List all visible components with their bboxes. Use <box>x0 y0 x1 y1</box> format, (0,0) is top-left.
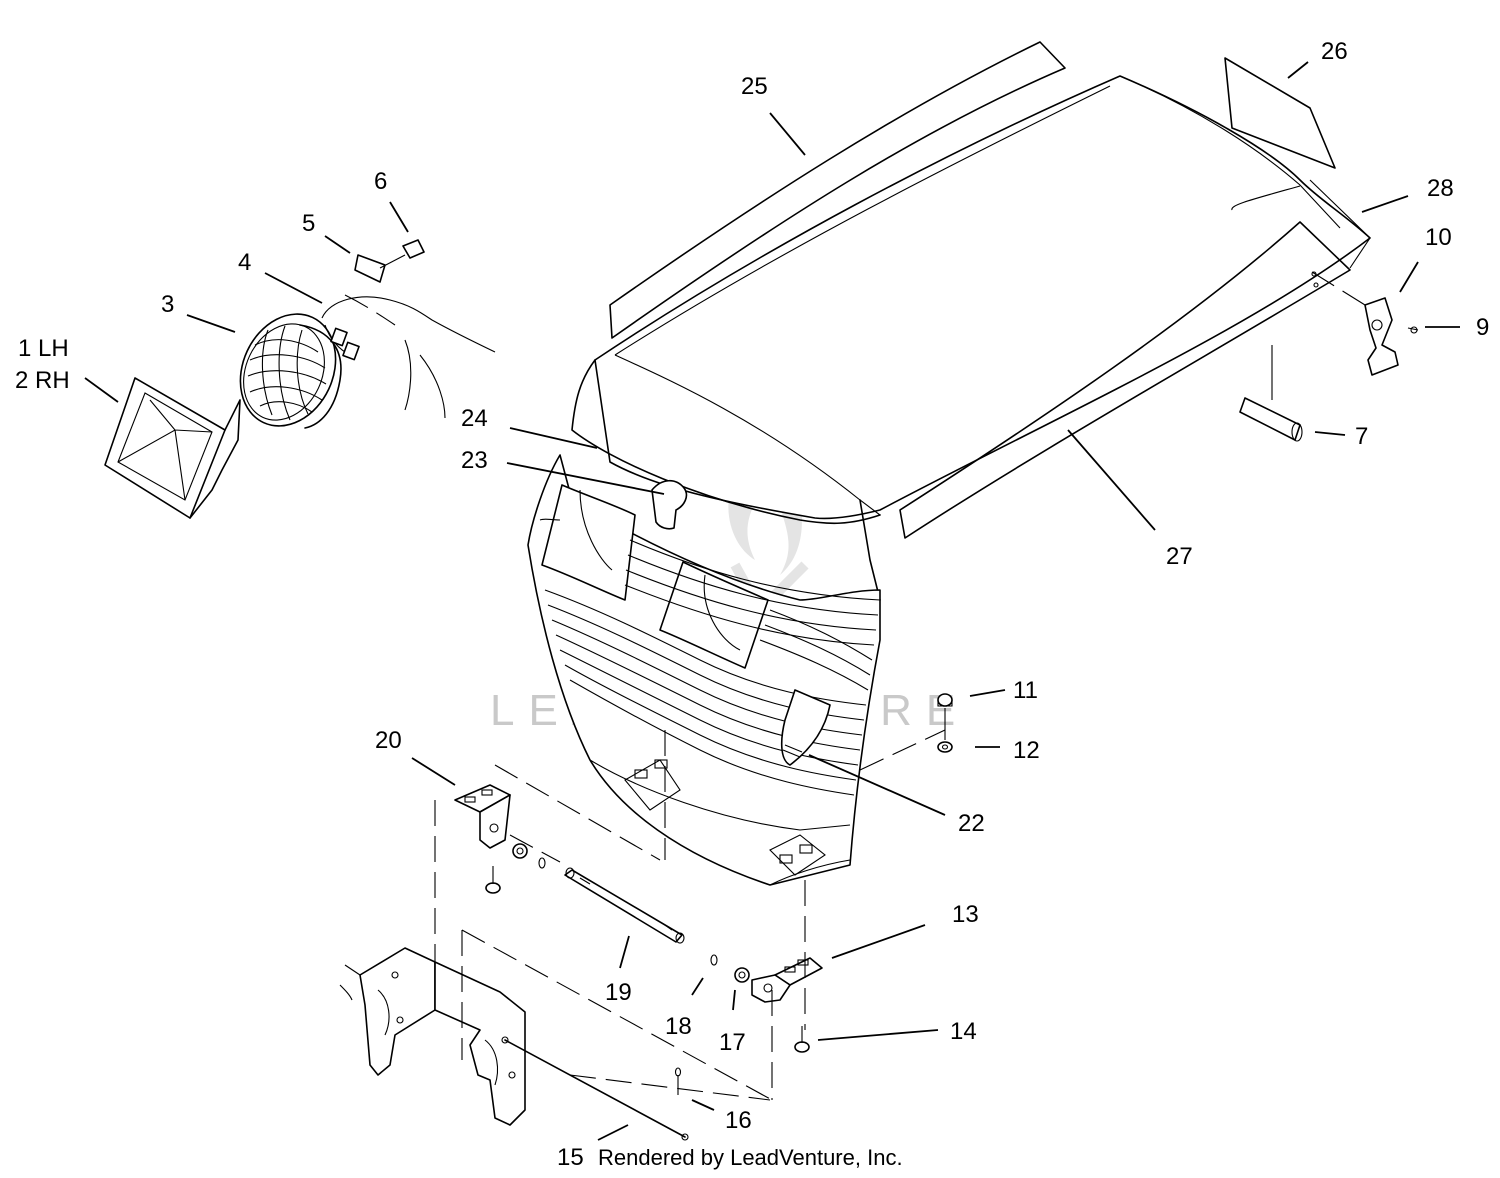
part-13-pivot-bracket[interactable] <box>751 957 823 1003</box>
callout-11: 11 <box>1013 677 1038 704</box>
callout-26: 26 <box>1321 38 1348 65</box>
part-23-emblem[interactable] <box>651 479 688 530</box>
part-25-hood-decal[interactable] <box>609 41 1066 339</box>
part-17-bushing[interactable] <box>512 843 750 983</box>
part-10-hood-latch[interactable] <box>1311 271 1399 376</box>
callout-24: 24 <box>461 405 488 432</box>
callout-4: 4 <box>238 249 251 276</box>
callout-7: 7 <box>1355 423 1368 450</box>
part-26-decal-plate[interactable] <box>1224 57 1336 169</box>
part-16-cotter-pin[interactable] <box>674 1067 682 1095</box>
part-14-screw[interactable] <box>485 866 810 1053</box>
alignment-lines <box>434 729 946 1101</box>
callout-19: 19 <box>605 979 632 1006</box>
part-12-washer[interactable] <box>937 708 953 753</box>
part-27-side-stripe[interactable] <box>899 221 1351 539</box>
callout-5: 5 <box>302 210 315 237</box>
callout-27: 27 <box>1166 543 1193 570</box>
callout-6: 6 <box>374 168 387 195</box>
callout-23: 23 <box>461 447 488 474</box>
callout-14: 14 <box>950 1018 977 1045</box>
callout-10: 10 <box>1425 224 1452 251</box>
hood-assembly[interactable] <box>527 75 1371 886</box>
callout-3: 3 <box>161 291 174 318</box>
callout-12: 12 <box>1013 737 1040 764</box>
part-6-screw[interactable] <box>379 239 425 269</box>
part-19-pivot-rod[interactable] <box>564 867 685 944</box>
callout-2-rh: 2 RH <box>15 367 70 394</box>
part-18-retaining-ring[interactable] <box>538 857 718 966</box>
credit-text: Rendered by LeadVenture, Inc. <box>598 1145 903 1170</box>
callout-18: 18 <box>665 1013 692 1040</box>
part-4-wiring-harness[interactable] <box>321 294 496 419</box>
callout-9: 9 <box>1476 314 1489 341</box>
part-15-rod[interactable] <box>504 1039 689 1141</box>
callout-16: 16 <box>725 1107 752 1134</box>
callout-labels: 1 LH 2 RH 3 4 5 6 7 9 10 11 12 13 14 15 … <box>15 38 1489 1171</box>
part-1-2-headlight-housing[interactable] <box>104 377 241 519</box>
callout-17: 17 <box>719 1029 746 1056</box>
frame-bracket[interactable] <box>339 947 526 1126</box>
leader-lines <box>84 61 1460 1141</box>
part-7-bumper[interactable] <box>1239 345 1303 442</box>
part-22-emblem[interactable] <box>780 689 831 766</box>
callout-15: 15 <box>557 1144 584 1171</box>
callout-20: 20 <box>375 727 402 754</box>
callout-25: 25 <box>741 73 768 100</box>
callout-28: 28 <box>1427 175 1454 202</box>
part-20-pivot-bracket[interactable] <box>454 784 511 849</box>
part-9-pin[interactable] <box>1407 326 1419 334</box>
part-3-headlight[interactable] <box>223 298 354 441</box>
callout-1-lh: 1 LH <box>18 335 69 362</box>
part-11-nut[interactable] <box>937 693 953 707</box>
part-5-clip[interactable] <box>354 254 386 283</box>
callout-13: 13 <box>952 901 979 928</box>
callout-22: 22 <box>958 810 985 837</box>
